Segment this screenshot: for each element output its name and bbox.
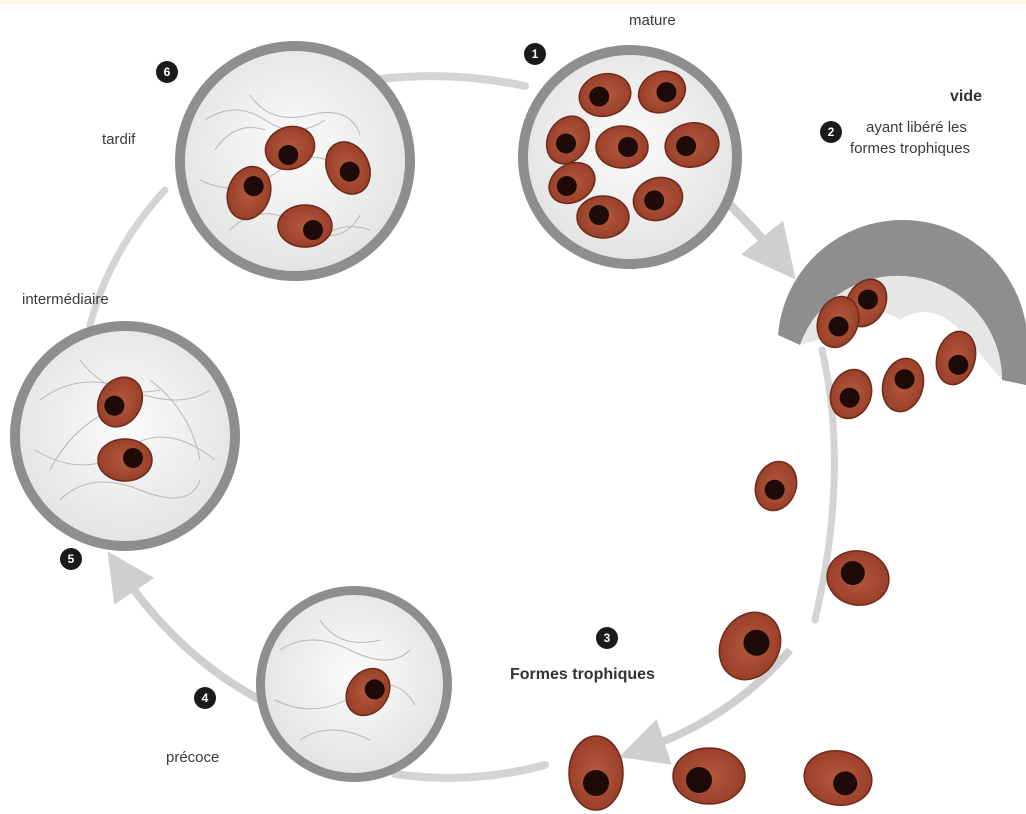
stage-5-badge: 5 — [60, 548, 82, 570]
label-vide-desc-2: formes trophiques — [850, 140, 970, 157]
trophozoite-cell-icon — [877, 354, 930, 417]
svg-text:1: 1 — [532, 47, 539, 61]
trophozoite-cell-icon — [577, 196, 629, 238]
stage-6-badge: 6 — [156, 61, 178, 83]
stage-3-badge: 3 — [596, 627, 618, 649]
arrow-1-to-2 — [730, 205, 780, 260]
trophozoite-cell-icon — [749, 456, 804, 517]
free-trophozoites — [569, 354, 929, 811]
svg-text:5: 5 — [68, 552, 75, 566]
svg-text:3: 3 — [604, 631, 611, 645]
label-formes-trophiques: Formes trophiques — [510, 666, 655, 683]
label-vide: vide — [950, 88, 982, 105]
cyst-tardif — [175, 41, 415, 281]
stage-1-badge: 1 — [524, 43, 546, 65]
label-intermediaire: intermédiaire — [22, 291, 109, 308]
cyst-mature — [518, 45, 742, 269]
trophozoite-cell-icon — [823, 546, 893, 610]
cyst-precoce — [256, 586, 452, 782]
trophozoite-cell-icon — [673, 748, 745, 804]
arrow-6-to-1 — [372, 76, 525, 86]
stage-2-badge: 2 — [820, 121, 842, 143]
label-tardif: tardif — [102, 131, 136, 148]
svg-text:4: 4 — [202, 691, 209, 705]
trophozoite-cell-icon — [569, 736, 623, 810]
trophozoite-cell-icon — [278, 205, 332, 247]
label-vide-desc-1: ayant libéré les — [866, 119, 967, 136]
stage-4-badge: 4 — [194, 687, 216, 709]
arrow-4-to-5 — [120, 570, 270, 705]
cyst-intermediaire — [10, 321, 240, 551]
label-mature: mature — [629, 12, 676, 29]
svg-text:6: 6 — [164, 65, 171, 79]
svg-text:2: 2 — [828, 125, 835, 139]
trophozoite-cell-icon — [596, 126, 648, 168]
arrow-4-bottom — [395, 765, 545, 778]
trophozoite-cell-icon — [800, 746, 876, 811]
label-precoce: précoce — [166, 749, 219, 766]
trophozoite-cell-icon — [707, 601, 792, 691]
trophozoite-cell-icon — [98, 439, 152, 481]
